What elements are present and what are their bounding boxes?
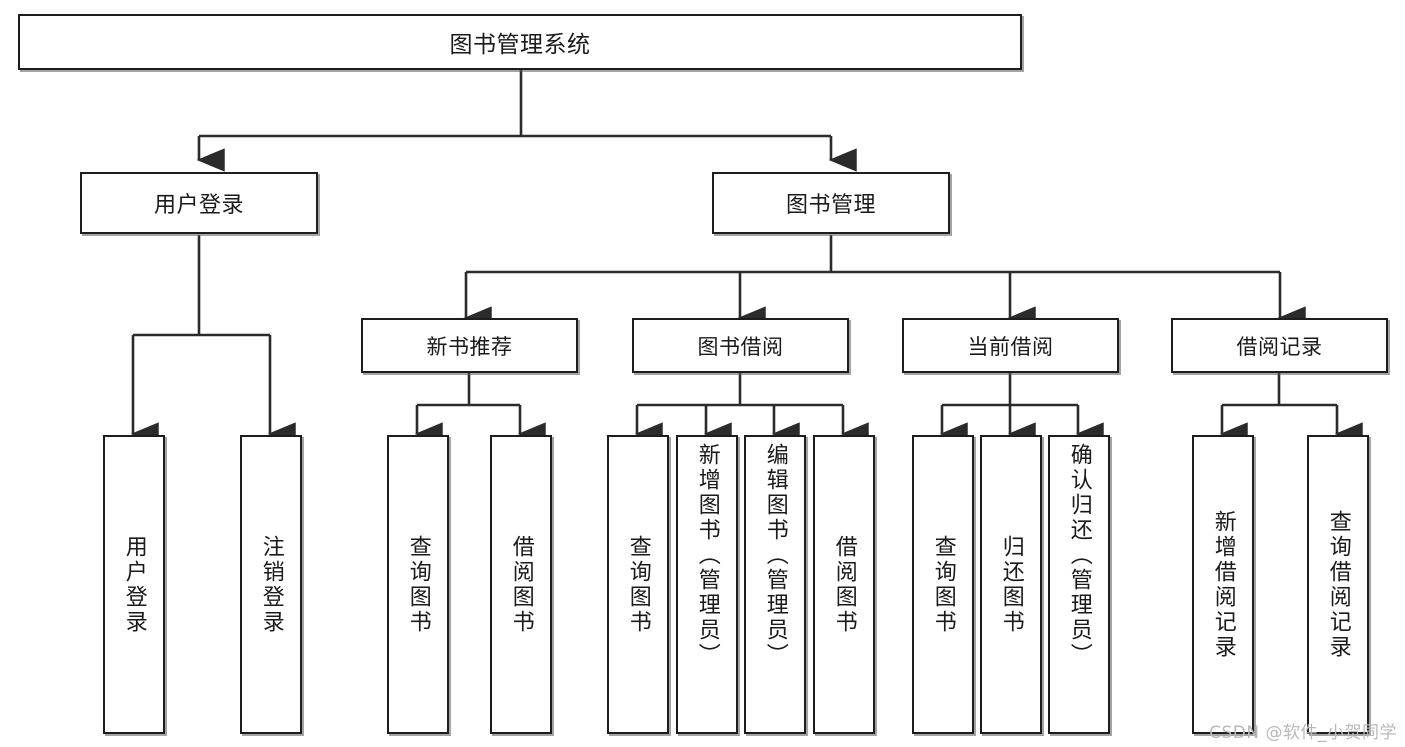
node-leaf-logout-login[interactable]: 注销登录: [240, 435, 302, 734]
node-root-system-label: 图书管理系统: [449, 32, 591, 58]
node-leaf-borrow-book-2[interactable]: 借阅图书: [813, 435, 875, 734]
node-leaf-add-book-label: 新增图书（管理员）: [694, 443, 720, 668]
node-leaf-add-book[interactable]: 新增图书（管理员）: [676, 435, 738, 734]
node-leaf-return-book-label: 归还图书: [998, 534, 1024, 635]
node-leaf-confirm-return-label: 确认归还（管理员）: [1066, 443, 1092, 668]
node-leaf-borrow-book-1[interactable]: 借阅图书: [490, 435, 552, 734]
node-leaf-query-book-2-label: 查询图书: [625, 534, 651, 635]
node-root-system[interactable]: 图书管理系统: [18, 14, 1022, 70]
node-new-book-recommend[interactable]: 新书推荐: [361, 318, 578, 373]
node-leaf-confirm-return[interactable]: 确认归还（管理员）: [1048, 435, 1110, 734]
node-book-manage-label: 图书管理: [785, 193, 876, 218]
node-leaf-query-book-2[interactable]: 查询图书: [607, 435, 669, 734]
node-leaf-borrow-book-1-label: 借阅图书: [508, 534, 534, 635]
node-leaf-edit-book-label: 编辑图书（管理员）: [762, 443, 788, 668]
node-leaf-borrow-book-2-label: 借阅图书: [831, 534, 857, 635]
node-leaf-query-book-3-label: 查询图书: [930, 534, 956, 635]
node-leaf-query-record-label: 查询借阅记录: [1325, 509, 1351, 660]
node-book-borrow[interactable]: 图书借阅: [632, 318, 849, 373]
node-leaf-add-record[interactable]: 新增借阅记录: [1192, 435, 1254, 734]
node-leaf-logout-login-label: 注销登录: [258, 534, 284, 635]
node-leaf-add-record-label: 新增借阅记录: [1210, 509, 1236, 660]
node-user-login-label: 用户登录: [153, 193, 244, 218]
node-borrow-record[interactable]: 借阅记录: [1171, 318, 1388, 373]
node-leaf-user-login[interactable]: 用户登录: [103, 435, 165, 734]
node-book-borrow-label: 图书借阅: [697, 334, 784, 359]
node-current-borrow[interactable]: 当前借阅: [902, 318, 1119, 373]
node-leaf-query-book-3[interactable]: 查询图书: [912, 435, 974, 734]
node-leaf-edit-book[interactable]: 编辑图书（管理员）: [744, 435, 806, 734]
node-book-manage[interactable]: 图书管理: [712, 172, 950, 234]
node-leaf-user-login-label: 用户登录: [121, 534, 147, 635]
node-new-book-recommend-label: 新书推荐: [426, 334, 513, 359]
node-leaf-query-book-1[interactable]: 查询图书: [387, 435, 449, 734]
node-borrow-record-label: 借阅记录: [1236, 334, 1323, 359]
node-leaf-query-book-1-label: 查询图书: [405, 534, 431, 635]
node-current-borrow-label: 当前借阅: [967, 334, 1054, 359]
node-user-login[interactable]: 用户登录: [80, 172, 318, 234]
node-leaf-return-book[interactable]: 归还图书: [980, 435, 1042, 734]
node-leaf-query-record[interactable]: 查询借阅记录: [1307, 435, 1369, 734]
